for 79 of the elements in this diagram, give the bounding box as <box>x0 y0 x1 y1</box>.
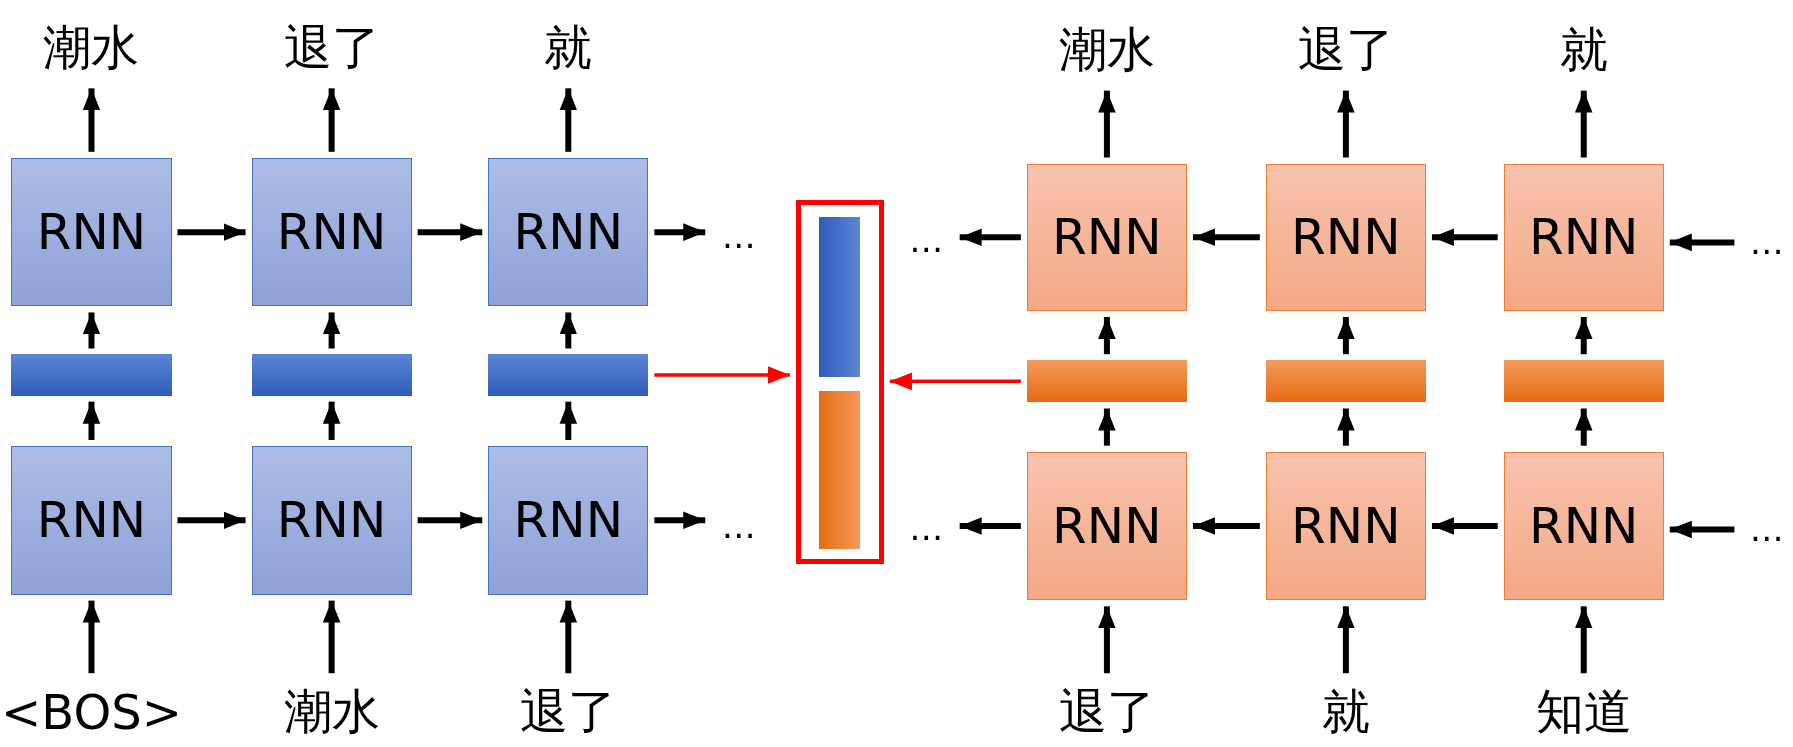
input-word: 退了 <box>1021 679 1193 746</box>
ellipsis: … <box>711 212 767 259</box>
arrow <box>559 88 578 152</box>
arrow <box>322 312 341 349</box>
output-word: 退了 <box>1277 16 1415 85</box>
output-word: 就 <box>1515 16 1653 85</box>
arrow <box>1337 606 1355 674</box>
arrow <box>1669 520 1735 539</box>
rnn-box: RNN <box>1026 451 1187 601</box>
vector-bar <box>488 354 649 396</box>
rnn-box: RNN <box>1026 163 1187 311</box>
arrow <box>559 401 578 440</box>
input-word: 潮水 <box>245 679 418 746</box>
arrow <box>1098 408 1116 446</box>
input-word: <BOS> <box>5 679 178 746</box>
input-word: 退了 <box>482 679 655 746</box>
arrow <box>959 517 1021 535</box>
rnn-box: RNN <box>251 445 412 595</box>
vector-bar <box>818 391 860 549</box>
ellipsis: … <box>898 505 954 552</box>
rnn-box: RNN <box>11 157 172 307</box>
ellipsis: … <box>711 503 767 549</box>
arrow <box>82 600 101 674</box>
arrow <box>1098 317 1116 355</box>
vector-bar <box>818 217 860 378</box>
arrow <box>959 228 1021 247</box>
output-word: 退了 <box>263 13 401 83</box>
arrow <box>417 511 483 530</box>
arrow <box>1098 90 1116 158</box>
arrow <box>1192 228 1260 247</box>
arrow <box>1337 408 1355 446</box>
vector-bar <box>1026 360 1187 403</box>
input-word: 知道 <box>1497 679 1670 746</box>
vector-bar <box>11 354 172 396</box>
rnn-box: RNN <box>488 157 649 307</box>
output-word: 就 <box>499 13 637 83</box>
arrow <box>1574 317 1593 355</box>
arrow <box>322 88 341 152</box>
output-word: 潮水 <box>1038 16 1176 85</box>
arrow <box>1669 233 1735 252</box>
vector-bar <box>1265 360 1426 403</box>
rnn-box: RNN <box>1265 163 1426 311</box>
arrow <box>654 366 790 384</box>
arrow <box>1431 517 1498 535</box>
rnn-box: RNN <box>251 157 412 307</box>
arrow <box>82 312 101 349</box>
arrow <box>559 312 578 349</box>
arrow <box>322 401 341 440</box>
ellipsis: … <box>1740 219 1793 266</box>
arrow <box>177 223 246 241</box>
vector-bar <box>251 354 412 396</box>
arrow <box>82 401 101 440</box>
arrow <box>417 223 483 241</box>
arrow <box>889 372 1021 391</box>
arrow <box>559 600 578 674</box>
arrow <box>1098 606 1116 674</box>
rnn-box: RNN <box>11 445 172 595</box>
arrow <box>654 511 706 530</box>
rnn-box: RNN <box>1503 451 1664 601</box>
arrow <box>654 223 706 241</box>
arrow <box>1431 228 1498 247</box>
arrow <box>1574 606 1593 674</box>
rnn-box: RNN <box>488 445 649 595</box>
ellipsis: … <box>1740 506 1793 553</box>
rnn-box: RNN <box>1265 451 1426 601</box>
vector-bar <box>1503 360 1664 403</box>
concat-box <box>795 200 884 564</box>
arrow <box>1337 317 1355 355</box>
input-word: 就 <box>1260 679 1432 746</box>
output-word: 潮水 <box>22 13 161 83</box>
arrow <box>1574 408 1593 446</box>
arrow <box>177 511 246 530</box>
arrow <box>1337 90 1355 158</box>
arrow <box>82 88 101 152</box>
ellipsis: … <box>898 217 954 263</box>
rnn-box: RNN <box>1503 163 1664 311</box>
arrow <box>1192 517 1260 535</box>
arrow <box>322 600 341 674</box>
arrow <box>1574 90 1593 158</box>
